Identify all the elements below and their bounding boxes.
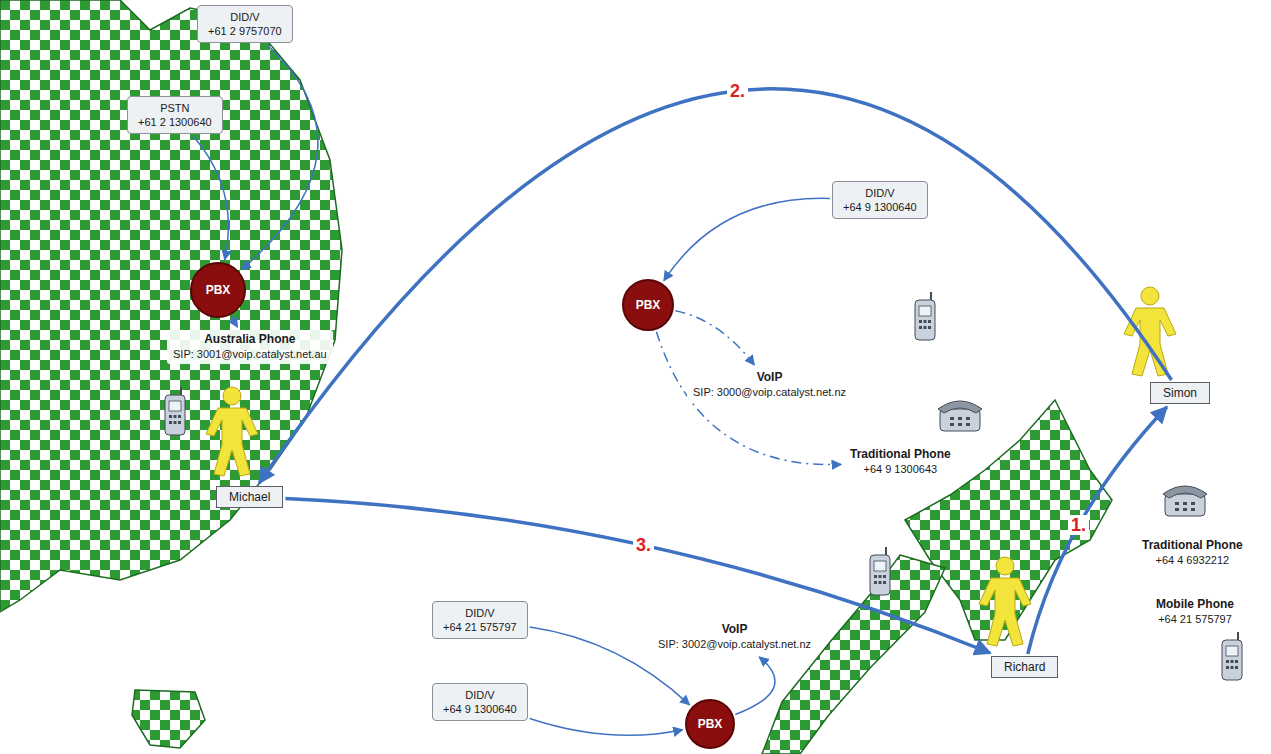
node-title: Traditional Phone [850, 447, 951, 462]
node-title: Michael [229, 490, 270, 504]
phone-icon [915, 292, 935, 340]
phone-label: VoIPSIP: 3002@voip.catalyst.net.nz [652, 620, 817, 654]
connector-arrow [231, 317, 237, 327]
connector-arrow [242, 45, 318, 270]
node-detail: SIP: 3002@voip.catalyst.net.nz [658, 637, 811, 652]
phone-icon [870, 547, 890, 595]
step-number: 1. [1068, 515, 1089, 535]
number-tag: DID/V+64 9 1300640 [432, 683, 528, 721]
node-detail: +61 2 1300640 [138, 115, 212, 129]
connector-arrow [530, 719, 683, 736]
australia-map [0, 0, 342, 612]
node-detail: +64 21 575797 [443, 620, 517, 634]
node-title: DID/V [443, 688, 517, 702]
node-detail: SIP: 3000@voip.catalyst.net.nz [693, 385, 846, 400]
node-detail: +61 2 9757070 [208, 24, 282, 38]
node-title: Australia Phone [173, 332, 327, 347]
connector-arrow [664, 198, 830, 280]
person-label: Michael [216, 486, 283, 508]
node-detail: +64 4 6932212 [1142, 553, 1243, 568]
pbx-circle: PBX [622, 279, 674, 331]
phone-label: Mobile Phone+64 21 575797 [1150, 595, 1240, 629]
node-detail: SIP: 3001@voip.catalyst.net.au [173, 347, 327, 362]
tasmania-map [132, 690, 205, 748]
person-label: Simon [1150, 382, 1210, 404]
node-title: VoIP [658, 622, 811, 637]
number-tag: DID/V+64 21 575797 [432, 601, 528, 639]
number-tag: DID/V+61 2 9757070 [197, 5, 293, 43]
phone-label: Australia PhoneSIP: 3001@voip.catalyst.n… [167, 330, 333, 364]
phone-icon [938, 401, 982, 431]
phone-icon [1163, 486, 1207, 516]
node-title: Traditional Phone [1142, 538, 1243, 553]
step-number: 2. [727, 81, 748, 101]
call-path-arrow [1028, 407, 1167, 654]
number-tag: PSTN+61 2 1300640 [127, 96, 223, 134]
call-path-arrow [259, 89, 1171, 483]
node-detail: +64 9 1300643 [850, 462, 951, 477]
nz-south-island-map [762, 555, 945, 754]
node-title: Richard [1004, 660, 1045, 674]
node-title: PBX [206, 283, 231, 297]
connector-arrow [735, 657, 775, 715]
person-label: Richard [991, 656, 1058, 678]
phone-label: Traditional Phone+64 4 6932212 [1136, 536, 1249, 570]
pbx-circle: PBX [685, 699, 735, 749]
phone-label: VoIPSIP: 3000@voip.catalyst.net.nz [687, 368, 852, 402]
node-title: PBX [636, 298, 661, 312]
phone-label: Traditional Phone+64 9 1300643 [844, 445, 957, 479]
person-figure [979, 557, 1031, 646]
phone-icon [1222, 632, 1242, 680]
person-figure [1124, 287, 1176, 376]
node-title: DID/V [443, 606, 517, 620]
node-title: VoIP [693, 370, 846, 385]
pbx-circle: PBX [190, 262, 246, 318]
connector-arrow [193, 136, 228, 260]
node-title: DID/V [208, 10, 282, 24]
node-title: Simon [1163, 386, 1197, 400]
call-path-arrow [285, 499, 990, 653]
person-figure [206, 387, 258, 476]
node-detail: +64 21 575797 [1156, 612, 1234, 627]
node-title: PSTN [138, 101, 212, 115]
connector-arrow [675, 311, 754, 365]
node-title: Mobile Phone [1156, 597, 1234, 612]
node-title: PBX [698, 717, 723, 731]
node-detail: +64 9 1300640 [843, 200, 917, 214]
number-tag: DID/V+64 9 1300640 [832, 181, 928, 219]
node-title: DID/V [843, 186, 917, 200]
step-number: 3. [633, 535, 654, 555]
node-detail: +64 9 1300640 [443, 702, 517, 716]
phone-icon [165, 387, 185, 435]
